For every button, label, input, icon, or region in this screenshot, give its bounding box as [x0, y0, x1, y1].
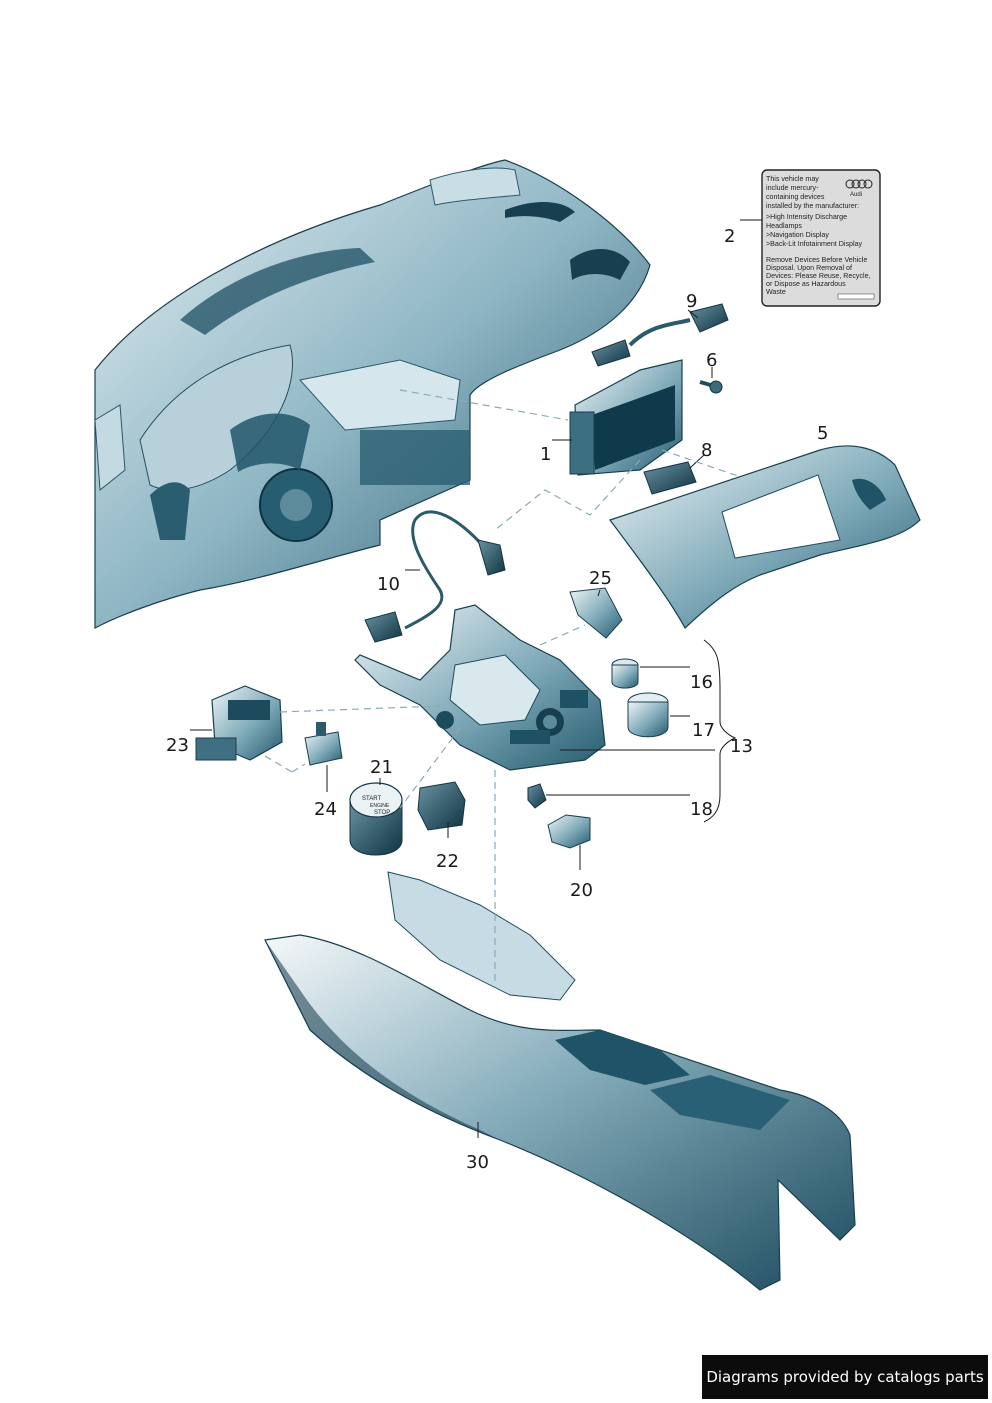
center-control-panel	[354, 604, 606, 771]
callout-20: 20	[570, 880, 593, 901]
leader-lines	[190, 219, 762, 1138]
callout-6: 6	[706, 350, 717, 371]
callout-16: 16	[690, 672, 713, 693]
dashed-guide-lines	[264, 389, 739, 985]
callout-22: 22	[436, 851, 459, 872]
callout-25: 25	[589, 568, 612, 589]
callout-5: 5	[817, 423, 828, 444]
button-connector	[417, 781, 466, 831]
label-brand: Audi	[850, 192, 862, 198]
audi-rings-logo	[845, 179, 873, 189]
callout-13: 13	[730, 736, 753, 757]
callout-1: 1	[540, 444, 551, 465]
mercury-warning-label: Audi This vehicle may include mercury- c…	[761, 169, 881, 307]
callout-30: 30	[466, 1152, 489, 1173]
display-trim-bezel	[609, 445, 921, 629]
callout-2: 2	[724, 226, 735, 247]
retaining-clip	[527, 783, 547, 809]
small-knob	[611, 658, 639, 689]
callout-17: 17	[692, 720, 715, 741]
label-text-block: This vehicle may include mercury- contai…	[766, 175, 872, 296]
switch-module	[195, 685, 283, 761]
callout-21: 21	[370, 757, 393, 778]
center-console	[264, 871, 856, 1291]
start-stop-button: START ENGINE STOP	[349, 782, 403, 856]
callout-10: 10	[377, 574, 400, 595]
connector-housing	[547, 814, 591, 849]
callout-24: 24	[314, 799, 337, 820]
callout-18: 18	[690, 799, 713, 820]
callout-9: 9	[686, 291, 697, 312]
callout-numbers: 1 2 5 6 8 9 10 13 16 17 18 20 21 22 23 2…	[166, 226, 828, 1173]
start-button-line1: START	[362, 796, 381, 802]
display-cable	[591, 303, 729, 367]
mounting-screw	[699, 380, 723, 394]
small-module	[643, 461, 697, 495]
start-button-line2: ENGINE	[370, 803, 390, 809]
dashboard-panel	[94, 159, 651, 629]
large-knob	[627, 692, 669, 738]
credit-banner: Diagrams provided by catalogs parts	[702, 1355, 988, 1399]
wiring-connector	[304, 722, 343, 766]
antenna-cable	[364, 510, 506, 643]
trim-switch	[569, 587, 623, 639]
callout-23: 23	[166, 735, 189, 756]
start-button-line3: STOP	[374, 810, 390, 816]
display-unit	[569, 359, 683, 476]
callout-8: 8	[701, 440, 712, 461]
